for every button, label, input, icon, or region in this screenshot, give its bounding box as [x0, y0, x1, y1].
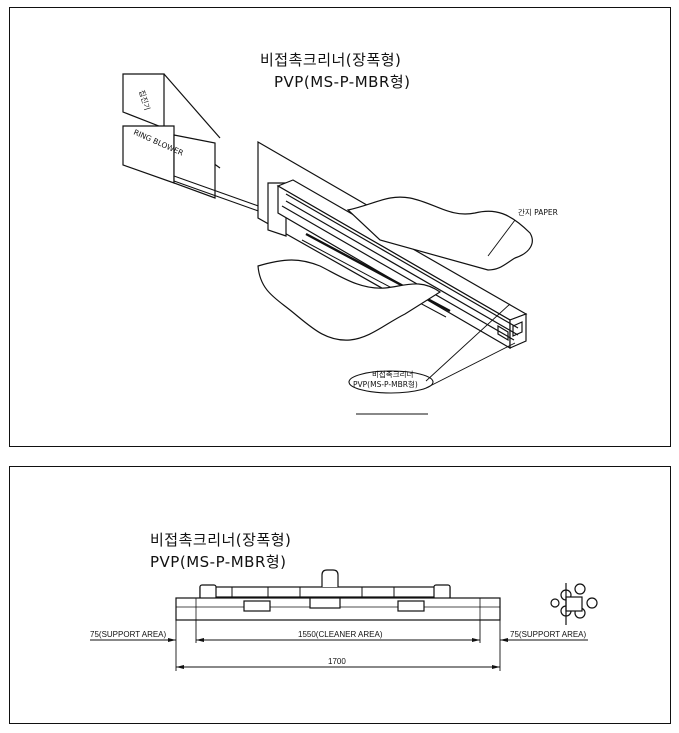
paper-sheet [346, 196, 533, 271]
dimension-lines [90, 620, 588, 671]
lower-paper-sheet [257, 259, 442, 341]
isometric-view-panel: 비접촉크리너(장폭형) PVP(MS-P-MBR형) [9, 7, 671, 447]
top-title-line1: 비접촉크리너(장폭형) [260, 51, 402, 69]
bottom-title-line1: 비접촉크리너(장폭형) [150, 531, 292, 549]
roller-bar [199, 569, 451, 600]
callout-line2: PVP(MS-P-MBR형) [353, 380, 418, 389]
dimension-view-panel: 비접촉크리너(장폭형) PVP(MS-P-MBR형) [9, 466, 671, 724]
paper-label: 간지 PAPER [518, 207, 558, 217]
support-area-right-label: 75(SUPPORT AREA) [510, 630, 587, 639]
cross-section-icon [550, 583, 598, 625]
cleaner-area-label: 1550(CLEANER AREA) [298, 630, 383, 639]
bottom-title-line2: PVP(MS-P-MBR형) [150, 553, 287, 571]
cleaner-body [276, 179, 528, 350]
top-title-line2: PVP(MS-P-MBR형) [274, 73, 411, 91]
support-area-left-label: 75(SUPPORT AREA) [90, 630, 167, 639]
isometric-drawing: 집진기 RING BLOWER 간지 PAPER 비접촉크리너 PVP(MS-P… [122, 73, 558, 415]
side-view-drawing: 75(SUPPORT AREA) 1550(CLEANER AREA) 75(S… [90, 569, 598, 671]
total-length-label: 1700 [328, 657, 346, 666]
callout-line1: 비접촉크리너 [372, 369, 413, 379]
ring-blower-box [122, 125, 216, 199]
